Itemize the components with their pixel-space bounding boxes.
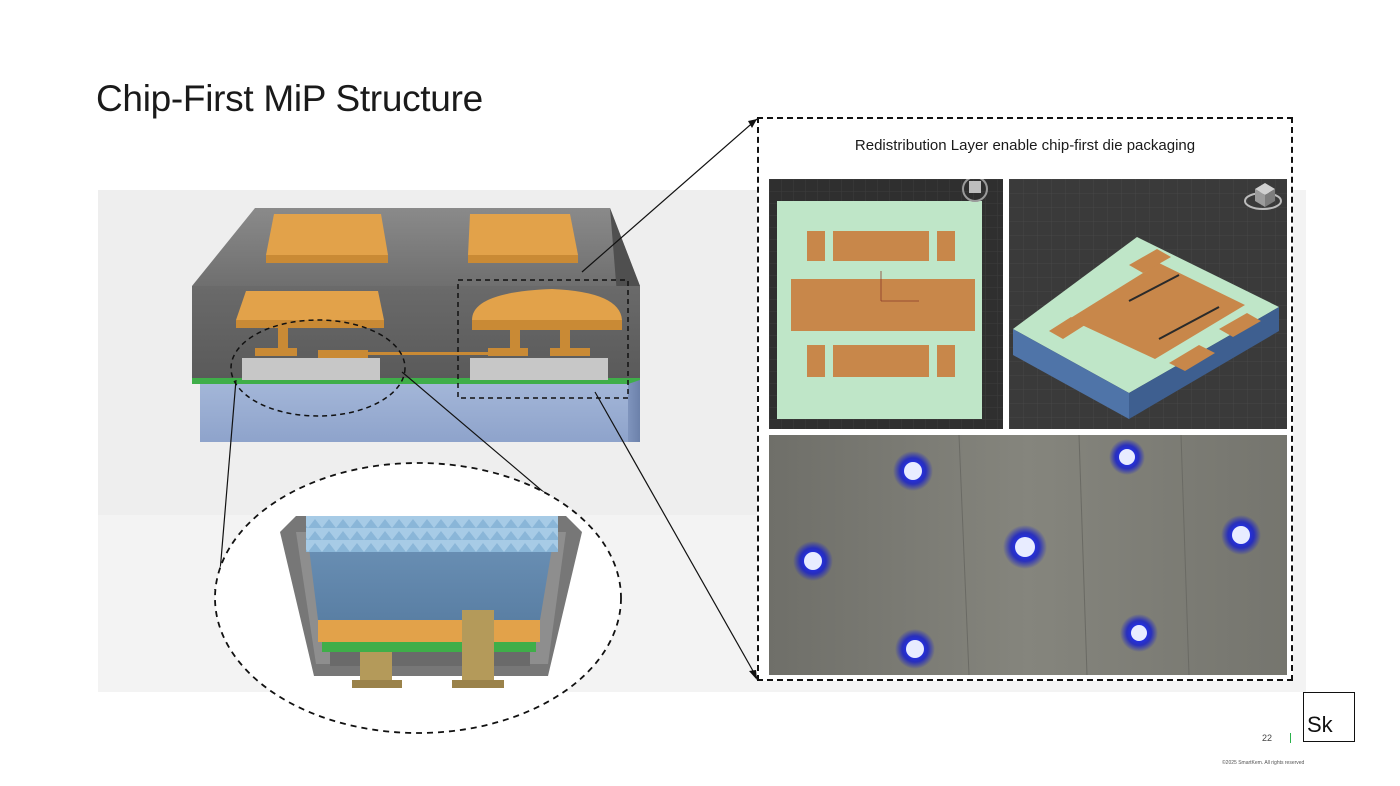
led-dot [793, 541, 833, 581]
package-substrate [200, 384, 640, 442]
led-dot [893, 451, 933, 491]
led-dot [895, 629, 935, 669]
logo-text: Sk [1307, 712, 1333, 737]
rdl-top-view-panel [769, 179, 1003, 429]
top-pad-dome [472, 289, 622, 320]
highlight-rect [457, 279, 629, 399]
copyright-notice: ©2025 SmartKem. All rights reserved [1222, 760, 1305, 766]
led-micrograph-panel [769, 435, 1287, 675]
top-pad-3 [236, 291, 384, 320]
led-dot [1120, 614, 1158, 652]
slide-title: Chip-First MiP Structure [96, 78, 483, 119]
page-separator [1290, 733, 1291, 743]
zoom-cross-section [280, 516, 582, 688]
top-pad-2 [468, 214, 578, 255]
inset-box: Redistribution Layer enable chip-first d… [757, 117, 1293, 681]
inset-caption: Redistribution Layer enable chip-first d… [854, 137, 1196, 154]
top-pad-1 [266, 214, 388, 255]
package-green-layer [192, 378, 640, 384]
viewcube-icon [1244, 183, 1282, 210]
embedded-chip-right [470, 358, 608, 380]
led-dot [1003, 525, 1047, 569]
page-number: 22 [1262, 733, 1273, 743]
embedded-chip-left [242, 358, 380, 380]
highlight-ellipse [230, 319, 406, 417]
rdl-isometric-panel [1009, 179, 1287, 429]
company-logo: Sk [1303, 692, 1355, 742]
led-dot [1109, 439, 1145, 475]
led-dot [1221, 515, 1261, 555]
viewcube-icon [962, 179, 988, 202]
